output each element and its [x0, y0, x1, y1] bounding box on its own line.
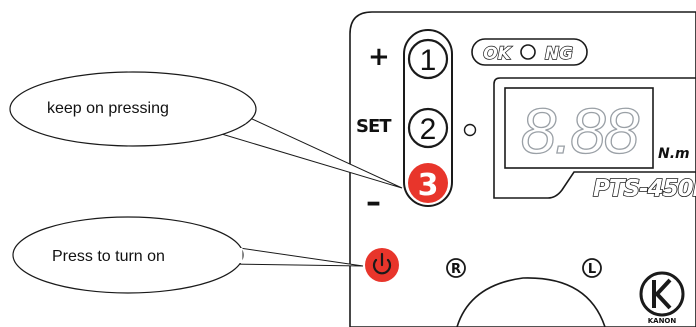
callout-keep-pressing: keep on pressing: [9, 71, 403, 189]
display-readout: 8.88: [521, 95, 640, 167]
power-icon: [372, 252, 392, 275]
ok-label: OK: [483, 44, 512, 64]
display-housing: 8.88 N.m PTS-450EX: [493, 77, 696, 203]
rotation-right-marker: R: [446, 258, 466, 278]
callout-press-on: Press to turn on: [12, 216, 364, 294]
power-button[interactable]: [365, 248, 399, 282]
button-3-label: 3: [418, 168, 439, 203]
unit-label: N.m: [658, 146, 690, 162]
set-label: SET: [356, 116, 392, 137]
minus-button[interactable]: 3: [408, 163, 448, 203]
model-label: PTS-450EX: [593, 176, 696, 202]
logo-text: KANON: [648, 317, 677, 325]
l-label: L: [588, 262, 596, 277]
callout-keep-pressing-text: keep on pressing: [47, 100, 169, 117]
plus-label: +: [368, 42, 390, 72]
callout-press-on-text: Press to turn on: [52, 248, 165, 265]
plus-button[interactable]: 1: [407, 38, 449, 80]
minus-label: –: [366, 185, 381, 220]
button-2-label: 2: [420, 113, 437, 146]
battery-arch: [456, 277, 606, 327]
set-button[interactable]: 2: [407, 107, 449, 149]
ng-label: NG: [545, 44, 573, 64]
brand-logo: KANON: [639, 271, 685, 325]
rotation-left-marker: L: [582, 258, 602, 278]
indicator-led: [463, 123, 477, 137]
r-label: R: [451, 262, 461, 277]
digital-display: [504, 87, 654, 169]
button-1-label: 1: [420, 44, 437, 77]
ok-ng-indicator: OK NG: [471, 38, 588, 66]
